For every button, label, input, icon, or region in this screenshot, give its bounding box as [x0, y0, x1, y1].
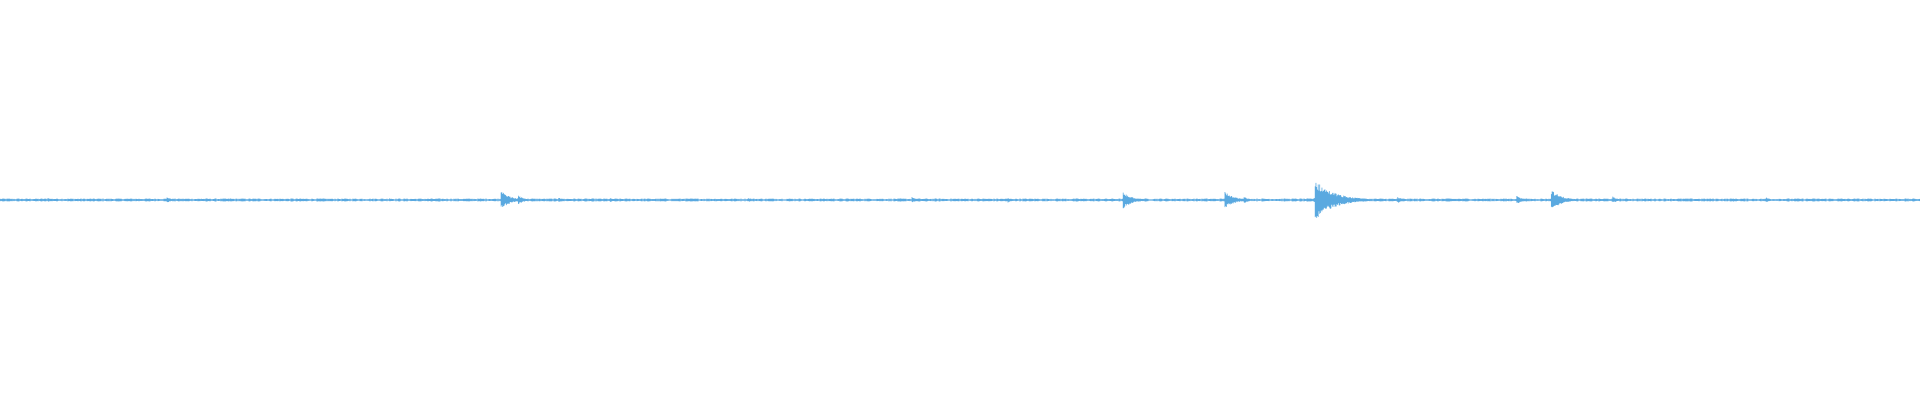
waveform-bursts [45, 182, 1872, 218]
waveform-burst-26 [1667, 198, 1680, 202]
waveform-burst-18 [1241, 197, 1259, 203]
waveform-burst-5 [386, 198, 401, 202]
waveform-burst-24 [1548, 191, 1582, 208]
waveform-burst-21 [1394, 197, 1413, 203]
waveform-noise-floor [0, 198, 1920, 202]
waveform-burst-25 [1609, 196, 1628, 202]
waveform-burst-3 [227, 198, 242, 202]
waveform-burst-22 [1446, 198, 1459, 202]
waveform-burst-9 [607, 198, 622, 202]
waveform-burst-29 [1859, 199, 1872, 201]
waveform-burst-4 [288, 198, 302, 202]
waveform-burst-12 [745, 198, 760, 202]
waveform-burst-10 [680, 198, 693, 201]
waveform-burst-2 [198, 198, 211, 201]
waveform-burst-13 [828, 198, 841, 202]
waveform-burst-14 [909, 197, 926, 203]
waveform-burst-7 [515, 195, 536, 204]
waveform-burst-15 [1005, 198, 1021, 203]
waveform-burst-28 [1763, 197, 1779, 202]
waveform-burst-11 [713, 198, 726, 202]
waveform-burst-16 [1120, 192, 1150, 209]
waveform-burst-0 [45, 198, 59, 202]
waveform-burst-23 [1513, 196, 1534, 203]
waveform-burst-27 [1730, 198, 1745, 202]
waveform-burst-8 [555, 197, 572, 202]
waveform-burst-1 [164, 197, 181, 203]
waveform-burst-20 [1331, 194, 1356, 205]
